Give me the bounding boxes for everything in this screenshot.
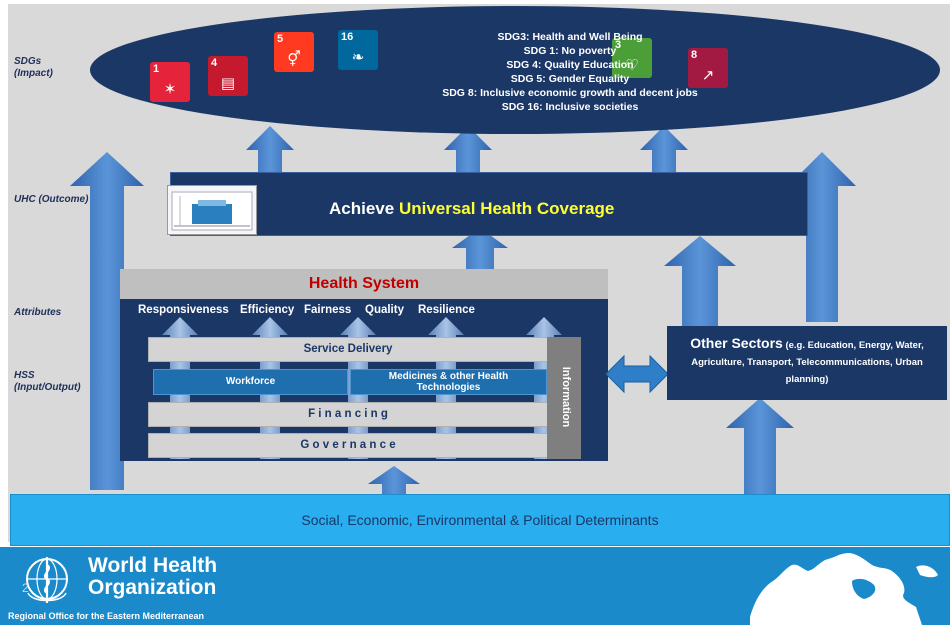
sdg-line: SDG 4: Quality Education [506,59,634,71]
uhc-outcome-box: Achieve Universal Health Coverage [167,172,808,236]
sdg-icon-number: 3 [615,39,622,51]
other-sectors-box: Other Sectors (e.g. Education, Energy, W… [667,326,947,400]
heartbeat-icon: 3♡ [612,38,652,78]
financing-bar: F i n a n c i n g [148,402,548,427]
uhc-to-sdg-arrow-3 [640,126,688,172]
health-system-header: Health System [120,269,608,299]
workforce-bar: Workforce [153,369,348,395]
sdg-icon-glyph: ▤ [220,74,236,92]
footer-banner: 2 World Health Organization Regional Off… [0,547,950,625]
label-hss-input-output: HSS (Input/Output) [14,370,81,393]
attribute-resilience: Resilience [418,304,475,316]
label-attributes: Attributes [14,307,62,318]
uhc-title: Achieve Universal Health Coverage [329,199,614,219]
determinants-label: Social, Economic, Environmental & Politi… [301,512,659,528]
who-name-line2: Organization [88,576,217,599]
attribute-responsiveness: Responsiveness [138,304,229,316]
bidirectional-arrow-icon [605,354,669,394]
uhc-title-highlight: Universal Health Coverage [398,199,615,218]
double-arrow [605,354,669,394]
left-impact-arrow [70,152,144,490]
determinants-to-hs-arrow [368,466,420,494]
sdg-list: SDG3: Health and Well Being SDG 1: No po… [420,30,720,114]
sdg-icon-glyph: ❧ [351,48,365,66]
dove-icon: 16 ❧ [338,30,378,70]
uhc-to-sdg-arrow-1 [246,126,294,172]
growth-chart-icon: 8↗ [688,48,728,88]
attribute-fairness: Fairness [304,304,352,316]
other-sectors-text: Other Sectors (e.g. Education, Energy, W… [667,336,947,387]
sdg-icon-glyph: ♡ [625,56,639,74]
who-emblem-logo [26,557,68,603]
health-system-title: Health System [308,275,420,292]
sdg-icon-glyph: ⚥ [287,50,301,68]
sdg-line: SDG 5: Gender Equality [510,73,630,85]
who-name-line1: World Health [88,554,218,577]
page-number: 2 [22,581,29,595]
uhc-title-prefix: Achieve [329,199,399,218]
building-diagram-icon [171,191,253,231]
book-icon: 4▤ [208,56,248,96]
sdg-line: SDG 16: Inclusive societies [501,101,639,113]
sdg-icon-number: 4 [211,57,218,69]
attribute-quality: Quality [365,304,404,316]
sdg-icon-glyph: ✶ [163,80,177,98]
right-impact-arrow [788,152,856,322]
hs-to-uhc-arrow [452,228,508,269]
regional-map-icon [750,553,938,625]
sdg-line: SDG 1: No poverty [523,45,617,57]
determinants-bar: Social, Economic, Environmental & Politi… [10,494,950,546]
sdg-line: SDG3: Health and Well Being [497,31,643,43]
governance-bar: G o v e r n a n c e [148,433,548,458]
people-icon: 1✶ [150,62,190,102]
sdg-icon-number: 1 [153,63,160,75]
regional-office-label: Regional Office for the Eastern Mediterr… [8,611,205,621]
label-sdgs-impact: SDGs (Impact) [14,56,53,79]
uhc-illustration-image [167,185,257,235]
service-delivery-bar: Service Delivery [148,337,548,362]
sdg-icon-glyph: ↗ [701,66,715,84]
sdg-icon-number: 16 [341,31,354,43]
information-bar: Information [547,337,581,459]
sdg-impact-ellipse: 1✶ 4▤ 5⚥ 16 ❧ 3♡ 8↗ SDG3: Health and Well Bein… [90,6,940,134]
health-system-box: Health System Responsiveness Efficiency … [120,269,608,461]
gender-icon: 5⚥ [274,32,314,72]
other-sectors-examples: (e.g. Education, Energy, Water, Agricult… [691,340,924,385]
sectors-to-uhc-arrow [664,236,736,326]
sdg-icon-number: 5 [277,33,284,45]
medicines-technologies-bar: Medicines & other Health Technologies [350,369,547,395]
attribute-efficiency: Efficiency [240,304,295,316]
sdg-icon-number: 8 [691,49,698,61]
uhc-to-sdg-arrow-2 [444,126,492,172]
other-sectors-title: Other Sectors [690,335,783,351]
label-uhc-outcome: UHC (Outcome) [14,194,89,205]
information-label: Information [560,366,572,428]
who-name: World Health Organization [88,555,217,599]
determinants-to-sectors-arrow [726,398,794,494]
sdg-line: SDG 8: Inclusive economic growth and dec… [442,87,698,99]
